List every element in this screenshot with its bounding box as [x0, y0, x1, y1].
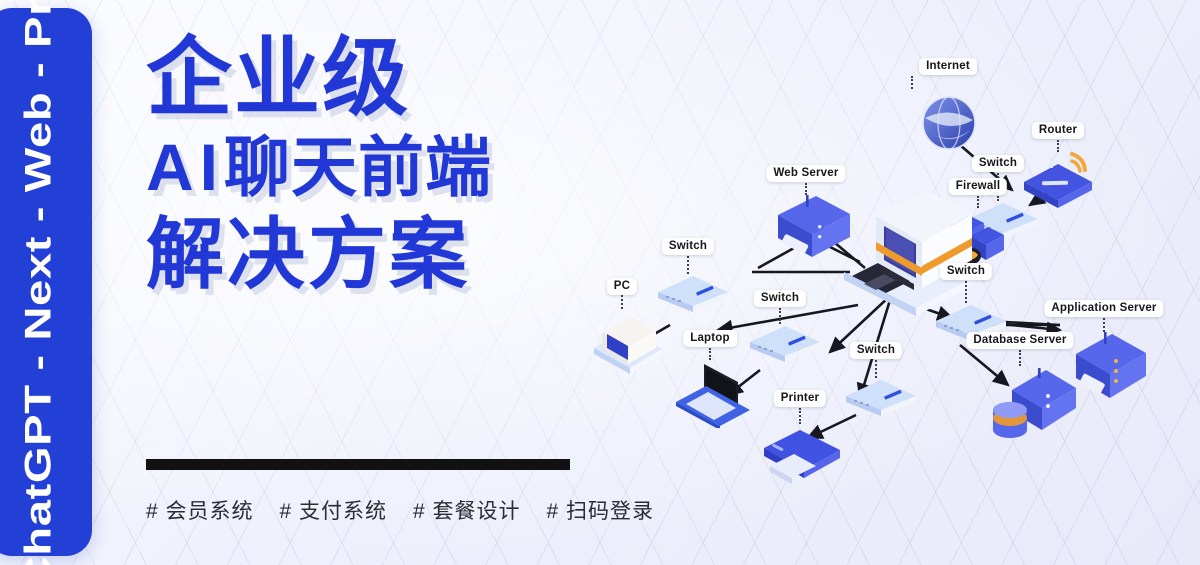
pc-icon [594, 316, 662, 374]
side-ribbon: ChatGPT - Next - Web - Pro [0, 0, 92, 565]
globe-icon [922, 96, 976, 150]
internet-label: Internet [919, 58, 977, 75]
firewall-label: Firewall [948, 178, 1008, 195]
switch-icon [750, 326, 820, 362]
switch-left-stem [687, 256, 689, 274]
laptop-icon [676, 364, 750, 428]
web-server-stem [805, 183, 807, 195]
network-diagram: Internet Router [560, 0, 1200, 565]
tag-list: # 会员系统 # 支付系统 # 套餐设计 # 扫码登录 [146, 495, 654, 525]
switch-low-label: Switch [849, 342, 903, 359]
database-icon [993, 368, 1076, 438]
headline-block: 企业级 AI聊天前端 解决方案 [146, 30, 606, 299]
headline-line-1: 企业级 [146, 30, 410, 126]
firewall-stem [977, 196, 979, 208]
computer-icon [844, 190, 976, 316]
headline-divider-bar [146, 459, 570, 470]
tag-item: # 扫码登录 [546, 500, 655, 523]
pc-label: PC [606, 278, 638, 295]
printer-stem [799, 408, 801, 424]
headline-line-2: AI聊天前端 [146, 133, 606, 202]
router-label: Router [1031, 122, 1085, 139]
app-server-stem [1103, 318, 1105, 332]
laptop-stem [709, 348, 711, 360]
switch-core-label: Switch [971, 155, 1025, 172]
web-server-label: Web Server [766, 165, 846, 182]
printer-icon [764, 430, 840, 484]
laptop-label: Laptop [683, 330, 737, 347]
headline-line-3: 解决方案 [146, 210, 471, 299]
headline-line-2-rest: 聊天前端 [224, 130, 492, 205]
tag-item: # 套餐设计 [413, 500, 521, 523]
server-icon [778, 195, 850, 257]
internet-stem [911, 76, 913, 89]
app-server-label: Application Server [1044, 300, 1164, 317]
switch-icon [658, 276, 728, 312]
side-ribbon-label: ChatGPT - Next - Web - Pro [18, 0, 59, 565]
switch-right-stem [965, 281, 967, 303]
server-icon [1076, 332, 1146, 398]
switch-mid-label: Switch [753, 290, 807, 307]
db-server-label: Database Server [966, 332, 1074, 349]
switch-mid-stem [779, 308, 781, 324]
router-stem [1057, 140, 1059, 152]
db-server-stem [1019, 350, 1021, 366]
headline-line-2-lead: AI [146, 130, 224, 205]
tag-item: # 会员系统 [146, 500, 254, 523]
switch-low-stem [875, 360, 877, 378]
switch-right-label: Switch [939, 263, 993, 280]
printer-label: Printer [773, 390, 827, 407]
router-icon [1024, 152, 1092, 208]
tag-item: # 支付系统 [279, 500, 388, 523]
switch-left-label: Switch [661, 238, 715, 255]
switch-icon [846, 380, 916, 416]
pc-stem [621, 295, 623, 309]
